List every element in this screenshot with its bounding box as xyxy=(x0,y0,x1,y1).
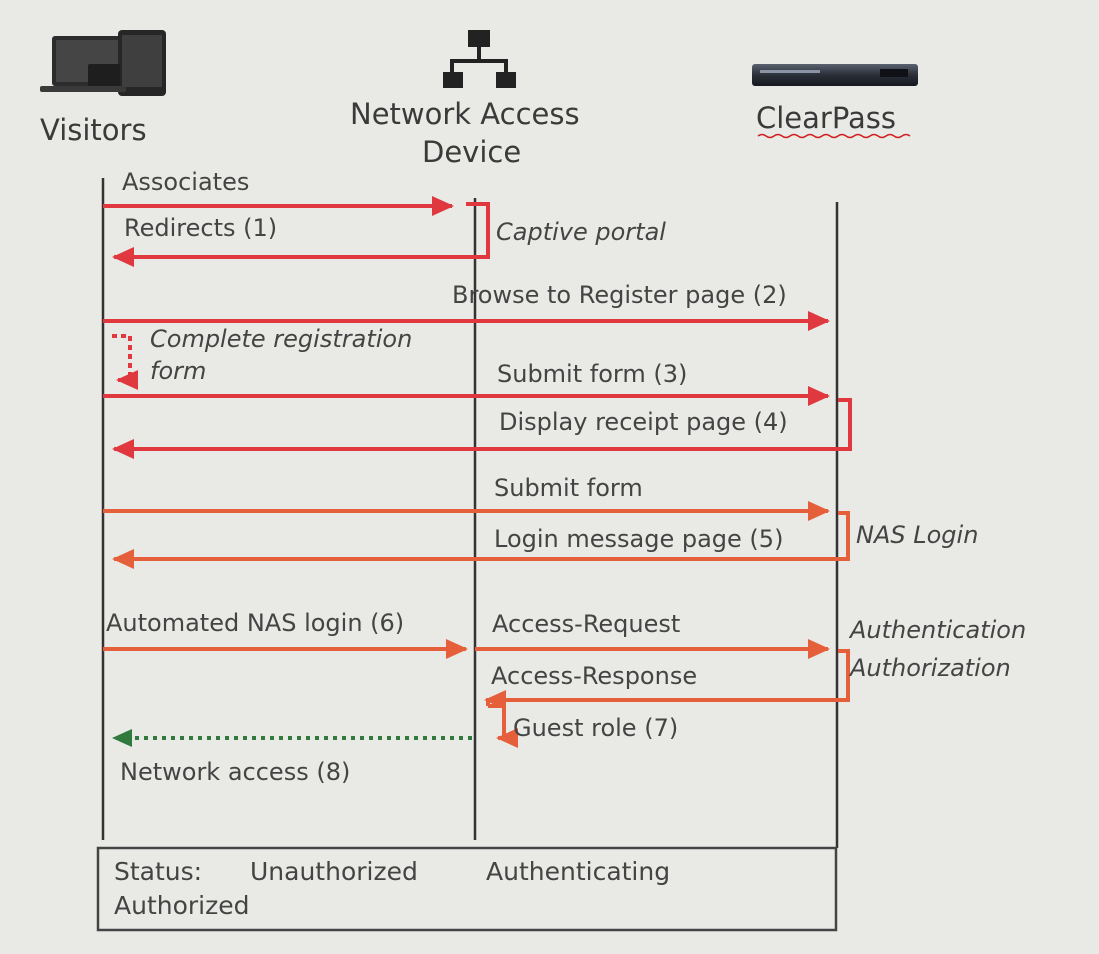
login-message-label: Login message page (5) xyxy=(494,525,783,553)
complete-registration-arrow xyxy=(112,334,138,390)
nad-label-line2: Device xyxy=(422,135,521,169)
status-label: Status: xyxy=(114,857,202,886)
captive-portal-note: Captive portal xyxy=(496,218,666,246)
browse-register-label: Browse to Register page (2) xyxy=(452,281,787,309)
guest-role-label: Guest role (7) xyxy=(513,714,678,742)
guest-role-arrow xyxy=(488,704,518,748)
complete-registration-label-line1: Complete registration xyxy=(150,325,412,353)
clearpass-label: ClearPass xyxy=(756,101,896,135)
redirects-arrow xyxy=(112,202,490,267)
visitors-label: Visitors xyxy=(40,113,147,147)
network-access-label: Network access (8) xyxy=(120,758,350,786)
submit-form-label: Submit form xyxy=(494,474,643,502)
display-receipt-label: Display receipt page (4) xyxy=(499,408,788,436)
display-receipt-arrow xyxy=(112,398,852,459)
status-box xyxy=(96,846,838,932)
status-unauthorized: Unauthorized xyxy=(250,857,418,886)
authorization-note: Authorization xyxy=(848,654,1011,682)
login-message-arrow xyxy=(112,511,850,569)
spellcheck-underline xyxy=(757,133,911,139)
nas-login-note: NAS Login xyxy=(856,521,978,549)
status-authenticating: Authenticating xyxy=(486,857,670,886)
submit-form-3-label: Submit form (3) xyxy=(497,360,687,388)
status-authorized: Authorized xyxy=(114,891,250,920)
associates-label: Associates xyxy=(122,168,249,196)
redirects-label: Redirects (1) xyxy=(124,214,277,242)
access-response-label: Access-Response xyxy=(491,662,697,690)
automated-nas-label: Automated NAS login (6) xyxy=(106,609,404,637)
network-topology-icon xyxy=(443,30,516,88)
server-appliance-icon xyxy=(752,64,918,86)
access-request-label: Access-Request xyxy=(492,610,680,638)
complete-registration-label-line2: form xyxy=(150,357,206,385)
devices-icon xyxy=(40,30,166,96)
authentication-note: Authentication xyxy=(848,616,1026,644)
nad-label-line1: Network Access xyxy=(350,97,580,131)
